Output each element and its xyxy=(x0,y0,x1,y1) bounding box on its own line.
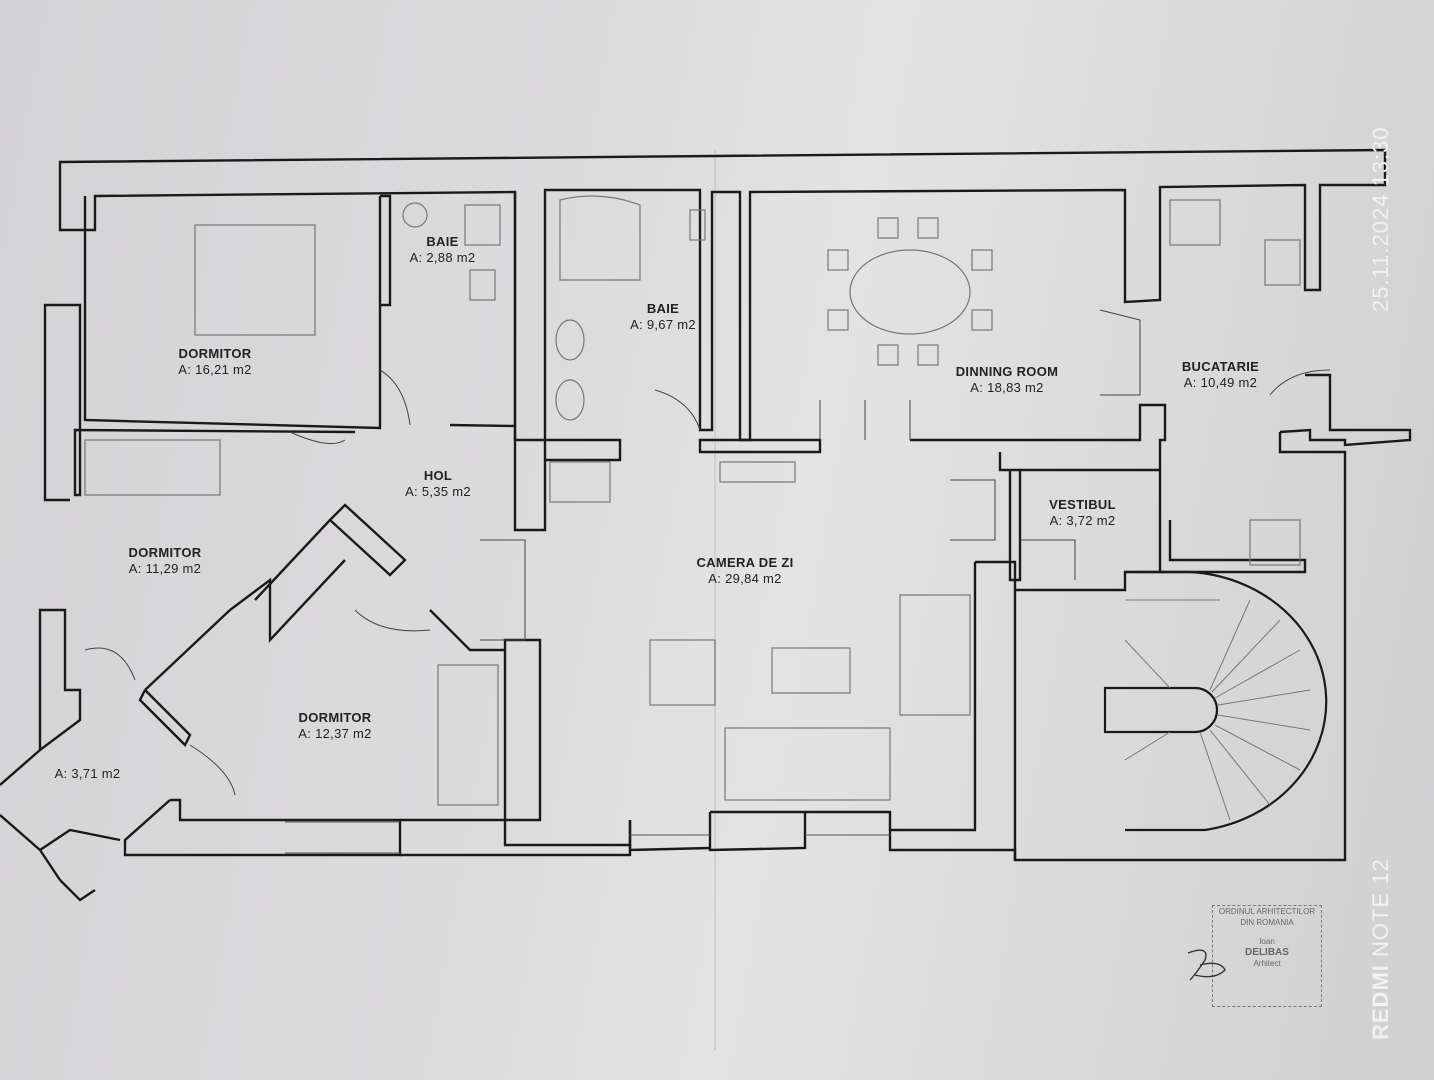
stair-outer xyxy=(1125,570,1328,832)
bath-small-walls xyxy=(380,194,392,307)
armchair xyxy=(649,639,716,706)
outer-wall-top xyxy=(58,148,1387,442)
outer-wall-left xyxy=(55,303,356,497)
architect-stamp: ORDINUL ARHITECTILOR DIN ROMANIA Ioan DE… xyxy=(1212,905,1322,1007)
room-label-bedroom-1: DORMITOR A: 16,21 m2 xyxy=(160,346,270,378)
room-name: DORMITOR xyxy=(178,346,252,361)
stair-inner xyxy=(1103,686,1219,734)
bedroom-1-walls xyxy=(83,196,382,430)
photo-timestamp: 25.11.2024 13:30 xyxy=(1368,126,1393,312)
room-area: A: 3,71 m2 xyxy=(54,766,121,781)
sofa-bottom xyxy=(724,727,891,801)
room-area: A: 10,49 m2 xyxy=(1183,375,1258,390)
camera-brand: REDMI xyxy=(1368,964,1393,1040)
dining-table xyxy=(849,249,971,335)
room-label-hall: HOL A: 5,35 m2 xyxy=(393,468,483,500)
signature xyxy=(1187,949,1226,981)
room-label-bath-small: BAIE A: 2,88 m2 xyxy=(400,234,485,266)
room-area: A: 29,84 m2 xyxy=(708,571,782,586)
room-area: A: 16,21 m2 xyxy=(178,362,252,377)
kitchen-sink xyxy=(1169,199,1221,246)
room-name: VESTIBUL xyxy=(1049,497,1116,512)
room-name: DORMITOR xyxy=(128,545,202,560)
stamp-name2: DELIBAS xyxy=(1245,947,1289,958)
bed-double xyxy=(194,224,316,336)
toilet-large xyxy=(689,209,706,241)
stove xyxy=(1264,239,1301,286)
sink-small xyxy=(402,202,428,228)
room-label-living: CAMERA DE ZI A: 29,84 m2 xyxy=(685,555,805,587)
room-label-bedroom-2: DORMITOR A: 11,29 m2 xyxy=(110,545,220,577)
outer-wall-bottom xyxy=(123,798,402,857)
room-label-bath-large: BAIE A: 9,67 m2 xyxy=(618,301,708,333)
sink-2 xyxy=(555,379,585,421)
bed-single xyxy=(437,664,499,806)
room-label-dining: DINNING ROOM A: 18,83 m2 xyxy=(942,364,1072,396)
stamp-line1: ORDINUL ARHITECTILOR xyxy=(1218,907,1316,916)
room-area: A: 18,83 m2 xyxy=(970,380,1044,395)
sofa-right xyxy=(899,594,971,716)
room-area: A: 11,29 m2 xyxy=(128,561,202,576)
room-label-corner: A: 3,71 m2 xyxy=(40,766,135,782)
room-name: BAIE xyxy=(426,234,459,249)
room-name: BUCATARIE xyxy=(1181,359,1260,374)
hall-wall-top xyxy=(449,192,517,428)
sink-1 xyxy=(555,319,585,361)
room-area: A: 5,35 m2 xyxy=(405,484,471,499)
room-label-bedroom-3: DORMITOR A: 12,37 m2 xyxy=(280,710,390,742)
room-area: A: 9,67 m2 xyxy=(630,317,696,332)
room-label-vestibul: VESTIBUL A: 3,72 m2 xyxy=(1035,497,1130,529)
room-area: A: 3,72 m2 xyxy=(1049,513,1116,528)
coffee-table xyxy=(771,647,851,694)
shower xyxy=(464,204,501,246)
room-name: DORMITOR xyxy=(298,710,372,725)
wardrobe-1 xyxy=(84,439,221,496)
room-name: CAMERA DE ZI xyxy=(696,555,794,570)
fireplace xyxy=(549,461,611,503)
stamp-line2: DIN ROMANIA xyxy=(1240,918,1294,927)
room-area: A: 2,88 m2 xyxy=(409,250,476,265)
toilet-small xyxy=(469,269,496,301)
room-label-kitchen: BUCATARIE A: 10,49 m2 xyxy=(1168,359,1273,391)
room-area: A: 12,37 m2 xyxy=(298,726,372,741)
room-name: HOL xyxy=(423,468,453,483)
room-name: DINNING ROOM xyxy=(955,364,1059,379)
stamp-role: Arhitect xyxy=(1253,959,1281,968)
camera-watermark: REDMI NOTE 12 xyxy=(1368,858,1394,1040)
camera-model: NOTE 12 xyxy=(1368,858,1393,957)
bathtub xyxy=(559,195,641,281)
stamp-name1: Ioan xyxy=(1259,937,1275,946)
room-name: BAIE xyxy=(646,301,680,316)
